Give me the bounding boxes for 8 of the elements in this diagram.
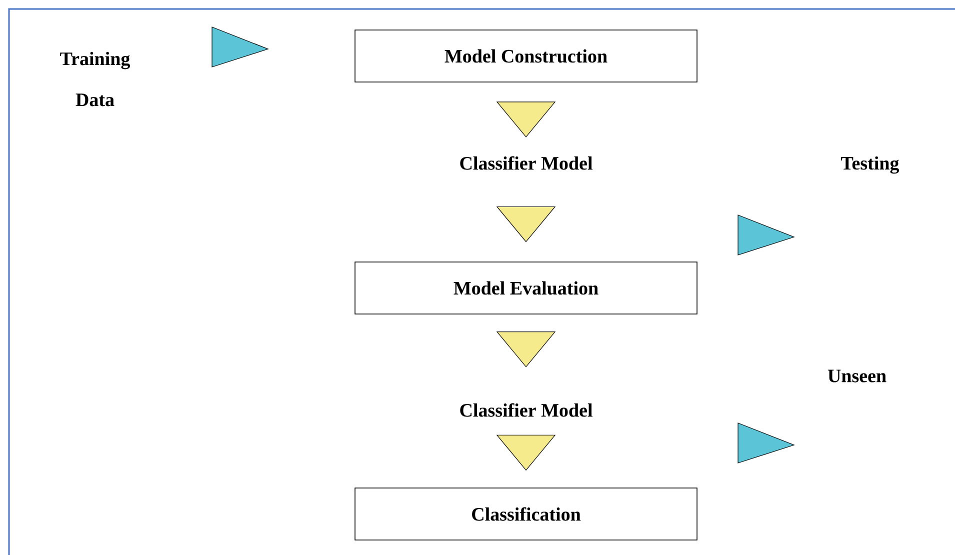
process-box: Model Construction bbox=[354, 30, 698, 82]
process-box: Model Evaluation bbox=[354, 262, 698, 314]
text-label: Testing bbox=[841, 156, 900, 174]
process-box: Classification bbox=[354, 488, 698, 540]
text-label: Classifier Model bbox=[460, 156, 592, 170]
text-label: Training Data bbox=[60, 52, 130, 106]
text-label: Classifier Model bbox=[460, 403, 592, 417]
text-label: Unseen bbox=[828, 370, 886, 382]
